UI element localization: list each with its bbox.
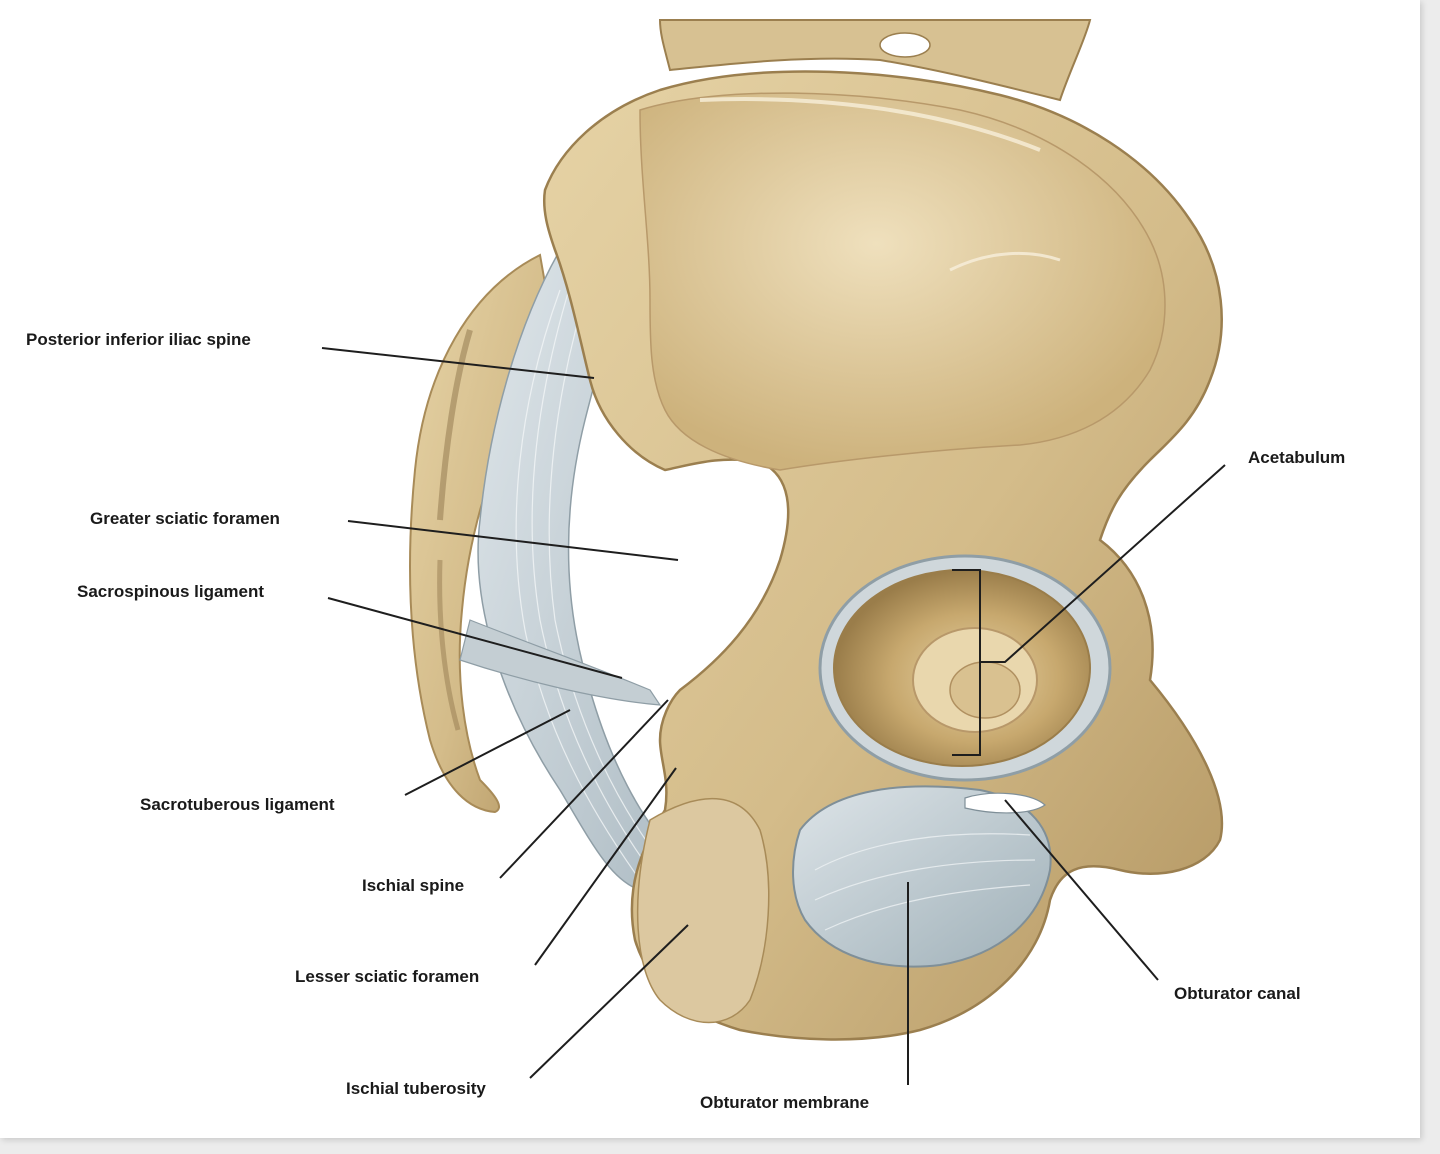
leader-sacrotuberous-ligament [404,709,571,796]
leader-lines [321,347,1226,1085]
obturator-canal-shape [964,792,1046,814]
leader-acetabulum [980,464,1226,663]
leader-posterior-inferior-iliac-spine [321,347,595,379]
label-acetabulum: Acetabulum [1248,448,1346,467]
leader-obturator-canal [1004,799,1159,981]
ischial-tuberosity-shape [636,798,770,1024]
leader-ischial-spine [499,699,669,879]
label-greater-sciatic-foramen: Greater sciatic foramen [90,509,280,528]
label-sacrospinous-ligament: Sacrospinous ligament [77,582,265,601]
leader-ischial-tuberosity [529,924,689,1079]
vertebra-stub [658,19,1092,102]
acetabulum-bracket [952,569,981,756]
label-obturator-canal: Obturator canal [1174,984,1301,1003]
label-posterior-inferior-iliac-spine: Posterior inferior iliac spine [26,330,251,349]
leader-lesser-sciatic-foramen [534,767,677,966]
iliac-fossa [639,92,1166,471]
label-lesser-sciatic-foramen: Lesser sciatic foramen [295,967,480,986]
leader-sacrospinous-ligament [327,597,623,679]
label-sacrotuberous-ligament: Sacrotuberous ligament [140,795,335,814]
label-obturator-membrane: Obturator membrane [700,1093,870,1112]
obturator-membrane-shape [792,785,1052,968]
label-ischial-spine: Ischial spine [362,876,465,895]
sacrospinous-ligament-shape [459,619,662,706]
label-ischial-tuberosity: Ischial tuberosity [346,1079,486,1098]
leader-greater-sciatic-foramen [347,520,679,561]
